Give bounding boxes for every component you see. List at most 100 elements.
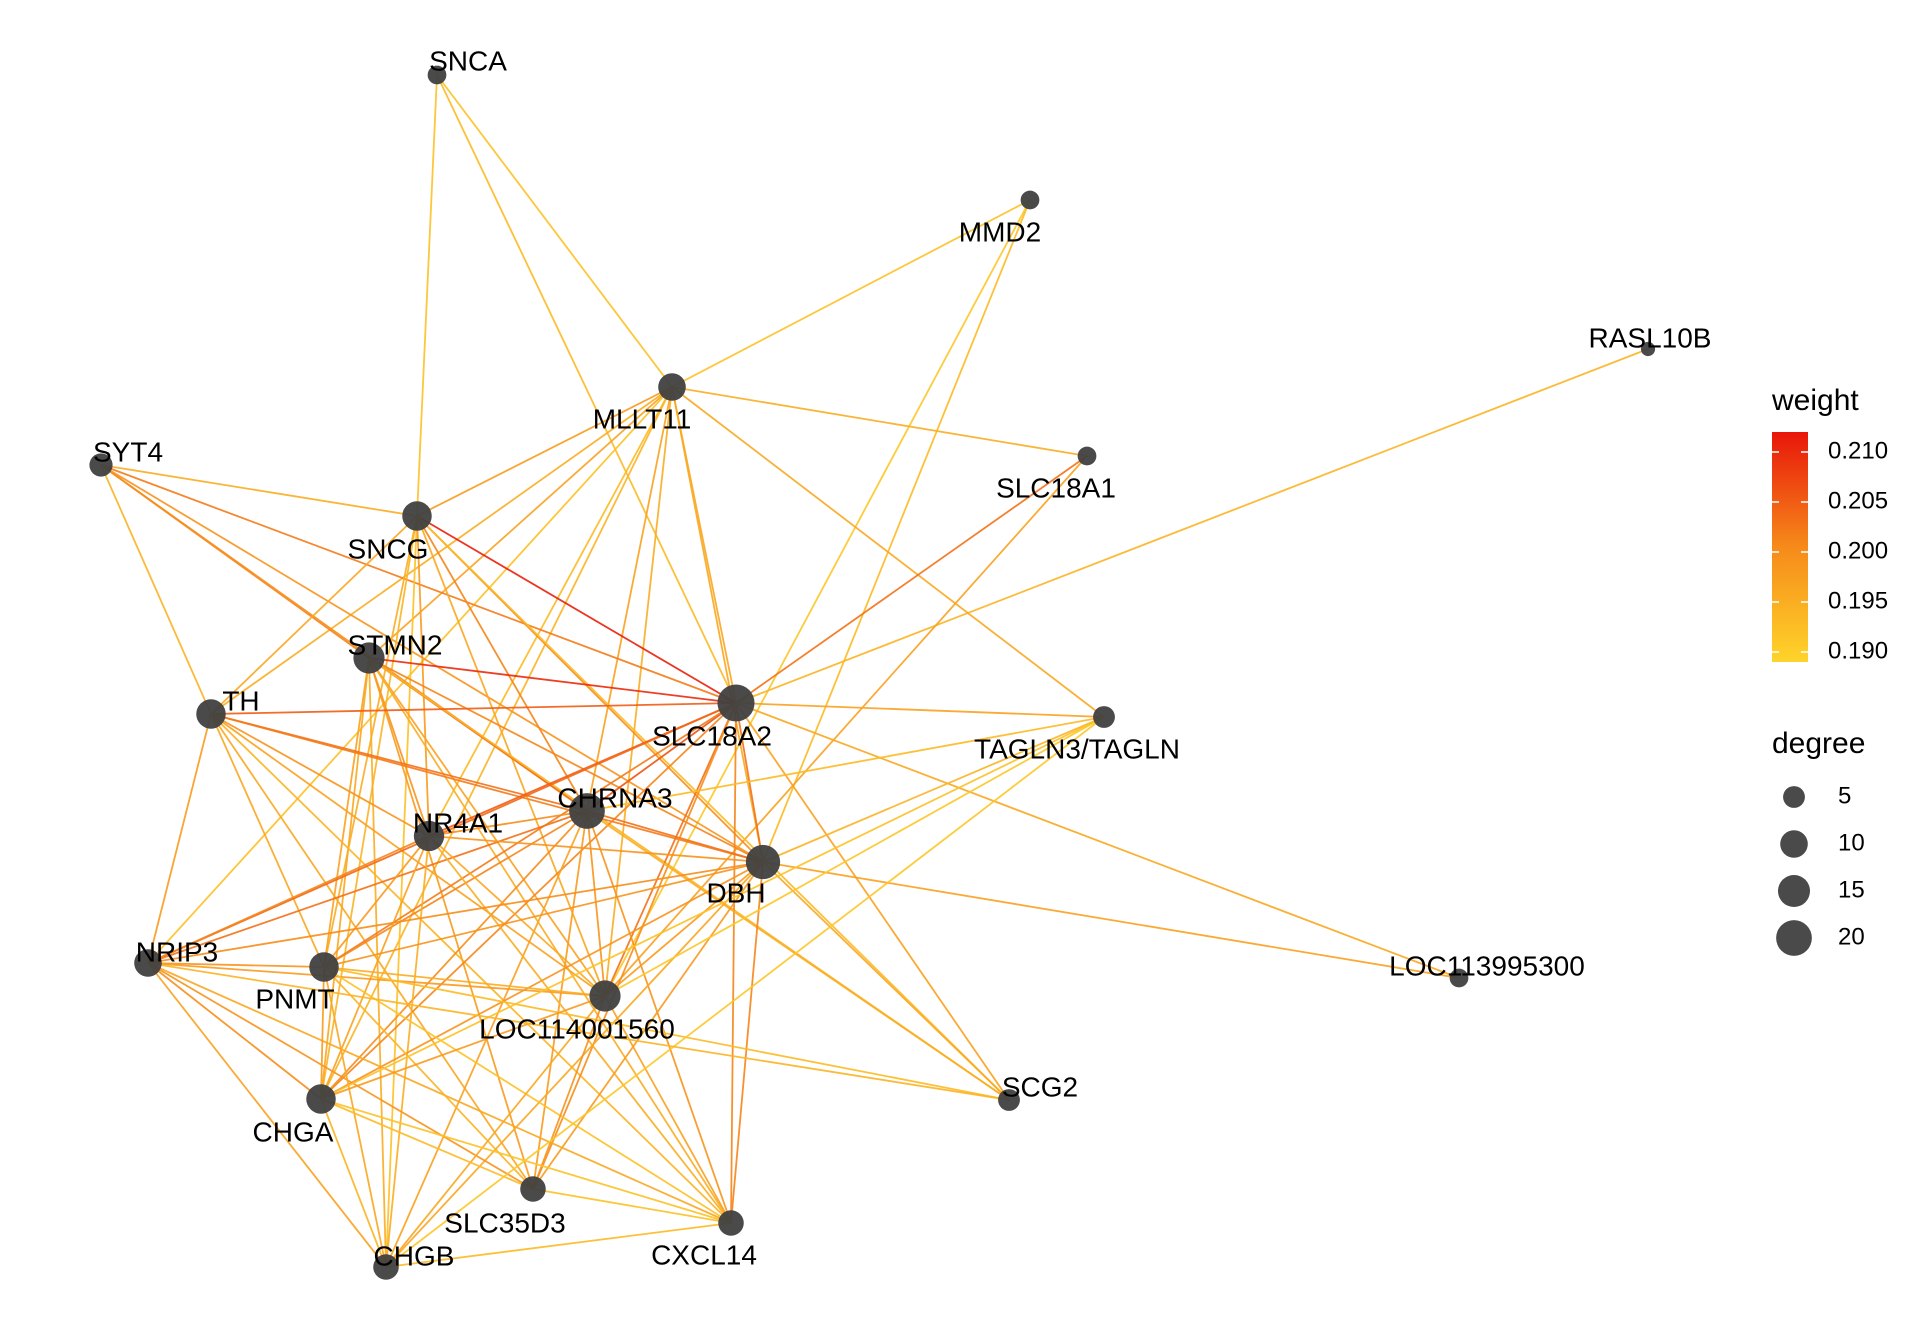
node-label-slc18a2: SLC18A2 (652, 720, 772, 751)
edge-nrip3-chga (147, 962, 322, 1100)
node-label-chga: CHGA (253, 1116, 334, 1147)
edge-scg2-nrip3 (147, 962, 1010, 1101)
edge-mmd2-loc114001560 (604, 199, 1031, 997)
node-slc18a2 (717, 684, 755, 722)
edge-loc114001560-cxcl14 (604, 995, 732, 1224)
edge-dbh-loc113995300 (762, 861, 1460, 979)
edge-slc18a1-slc18a2 (735, 455, 1088, 704)
edge-dbh-pnmt (323, 861, 764, 968)
node-nrip3 (134, 949, 162, 977)
edge-chgb-tagln3-tagln (385, 716, 1105, 1268)
node-label-snca: SNCA (429, 45, 507, 76)
edge-slc18a2-chrna3 (586, 702, 737, 812)
node-mllt11 (658, 373, 686, 401)
weight-tick-label: 0.200 (1828, 537, 1888, 564)
edge-pnmt-loc114001560 (323, 966, 606, 997)
node-label-scg2: SCG2 (1002, 1071, 1078, 1102)
edges-layer (100, 74, 1649, 1268)
edge-stmn2-chga (320, 657, 370, 1100)
edge-chrna3-loc114001560 (586, 810, 606, 997)
edge-chgb-cxcl14 (385, 1222, 732, 1268)
node-label-nrip3: NRIP3 (136, 936, 218, 967)
node-chga (306, 1084, 336, 1114)
edge-chrna3-cxcl14 (586, 810, 732, 1224)
edge-stmn2-slc18a2 (368, 657, 737, 704)
edge-th-nr4a1 (210, 713, 430, 837)
edge-snca-sncg (416, 74, 438, 517)
node-label-dbh: DBH (706, 877, 765, 908)
edge-pnmt-scg2 (323, 966, 1010, 1101)
edge-syt4-th (100, 464, 212, 715)
edge-mllt11-slc18a1 (671, 386, 1088, 457)
edge-dbh-loc114001560 (604, 861, 764, 997)
degree-key-label: 5 (1838, 782, 1851, 809)
node-label-chrna3: CHRNA3 (557, 782, 672, 813)
weight-color-bar (1772, 432, 1808, 662)
node-tagln3-tagln (1093, 706, 1115, 728)
node-stmn2 (353, 642, 385, 674)
edge-chrna3-scg2 (586, 810, 1010, 1101)
edge-slc18a2-loc114001560 (604, 702, 737, 997)
node-label-sncg: SNCG (348, 533, 429, 564)
edge-syt4-sncg (100, 464, 418, 517)
node-rasl10b (1640, 341, 1656, 357)
edge-sncg-chrna3 (416, 515, 588, 812)
edge-nr4a1-cxcl14 (428, 835, 732, 1224)
node-label-nr4a1: NR4A1 (413, 807, 503, 838)
edge-dbh-scg2 (762, 861, 1010, 1101)
node-label-rasl10b: RASL10B (1589, 322, 1712, 353)
labels-layer: SNCAMMD2RASL10BMLLT11SYT4SLC18A1SNCGSTMN… (93, 45, 1712, 1271)
edge-loc114001560-tagln3-tagln (604, 716, 1105, 997)
edge-th-slc18a2 (210, 702, 737, 715)
node-slc18a1 (1077, 446, 1097, 466)
edge-slc18a2-dbh (735, 702, 764, 863)
degree-key-circle (1783, 786, 1805, 808)
weight-legend-title: weight (1771, 384, 1859, 417)
edge-chga-chgb (320, 1098, 387, 1268)
edge-mllt11-stmn2 (368, 386, 673, 659)
edge-nrip3-slc35d3 (147, 962, 534, 1190)
node-label-slc18a1: SLC18A1 (996, 472, 1116, 503)
edge-sncg-th (210, 515, 418, 715)
edge-sncg-chgb (385, 515, 418, 1268)
edge-sncg-scg2 (416, 515, 1010, 1101)
edge-mllt11-nr4a1 (428, 386, 673, 837)
edge-nr4a1-pnmt (323, 835, 430, 968)
edge-snca-slc18a2 (436, 74, 737, 704)
edge-slc35d3-cxcl14 (532, 1188, 732, 1224)
edge-chrna3-tagln3-tagln (586, 716, 1105, 812)
node-mmd2 (1020, 190, 1040, 210)
node-label-tagln3-tagln: TAGLN3/TAGLN (974, 733, 1180, 764)
edge-loc114001560-chgb (385, 995, 606, 1268)
edge-pnmt-cxcl14 (323, 966, 732, 1224)
edge-slc18a2-tagln3-tagln (735, 702, 1105, 718)
node-pnmt (309, 952, 339, 982)
node-label-mllt11: MLLT11 (593, 403, 692, 434)
edge-stmn2-cxcl14 (368, 657, 732, 1224)
edge-slc18a2-scg2 (735, 702, 1010, 1101)
edge-stmn2-slc35d3 (368, 657, 534, 1190)
degree-key-circle (1776, 920, 1812, 956)
edge-th-loc114001560 (210, 713, 606, 997)
weight-tick-label: 0.190 (1828, 637, 1888, 664)
edge-nrip3-cxcl14 (147, 962, 732, 1224)
edge-nr4a1-loc114001560 (428, 835, 606, 997)
node-th (196, 699, 226, 729)
degree-legend-title: degree (1772, 727, 1865, 760)
weight-tick-label: 0.210 (1828, 437, 1888, 464)
edge-slc18a1-loc114001560 (604, 455, 1088, 997)
degree-key-label: 10 (1838, 829, 1865, 856)
edge-dbh-chgb (385, 861, 764, 1268)
edge-chrna3-pnmt (323, 810, 588, 968)
edge-chga-cxcl14 (320, 1098, 732, 1224)
edge-pnmt-chga (320, 966, 325, 1100)
degree-key-label: 20 (1838, 923, 1865, 950)
edge-stmn2-dbh (368, 657, 764, 863)
node-label-syt4: SYT4 (93, 436, 163, 467)
node-chgb (373, 1254, 399, 1280)
edge-chga-tagln3-tagln (320, 716, 1105, 1100)
